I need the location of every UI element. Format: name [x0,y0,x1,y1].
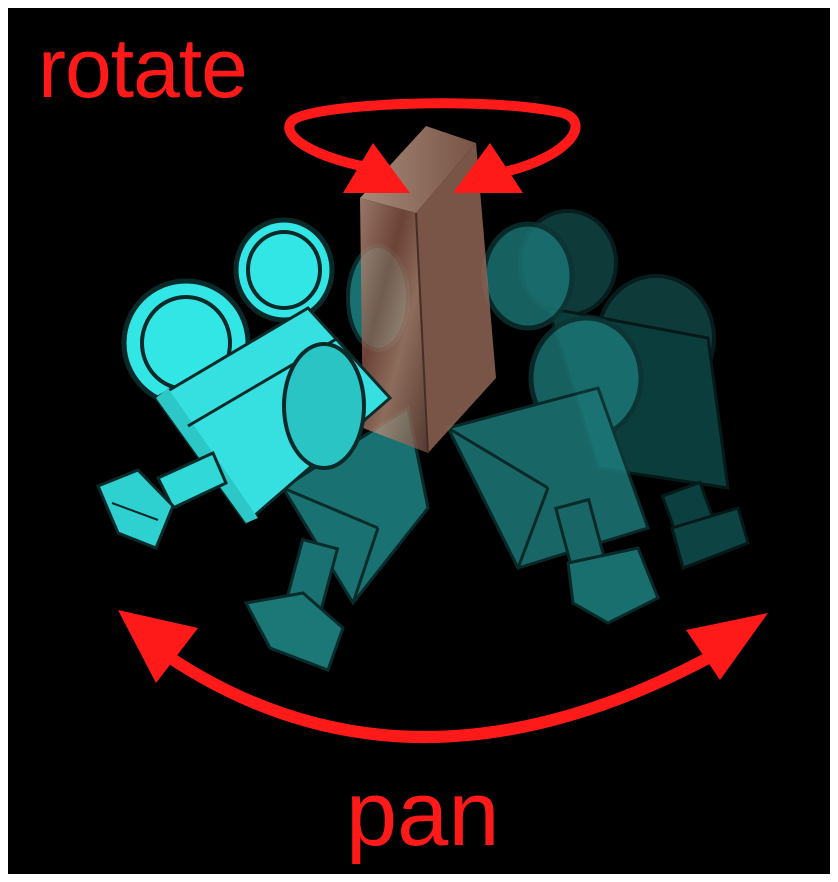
pan-label: pan [346,768,500,860]
rotate-label: rotate [38,26,247,110]
pan-arrow [118,610,768,737]
diagram-canvas: rotate pan [8,8,830,874]
camera-motion-scene [8,8,830,874]
